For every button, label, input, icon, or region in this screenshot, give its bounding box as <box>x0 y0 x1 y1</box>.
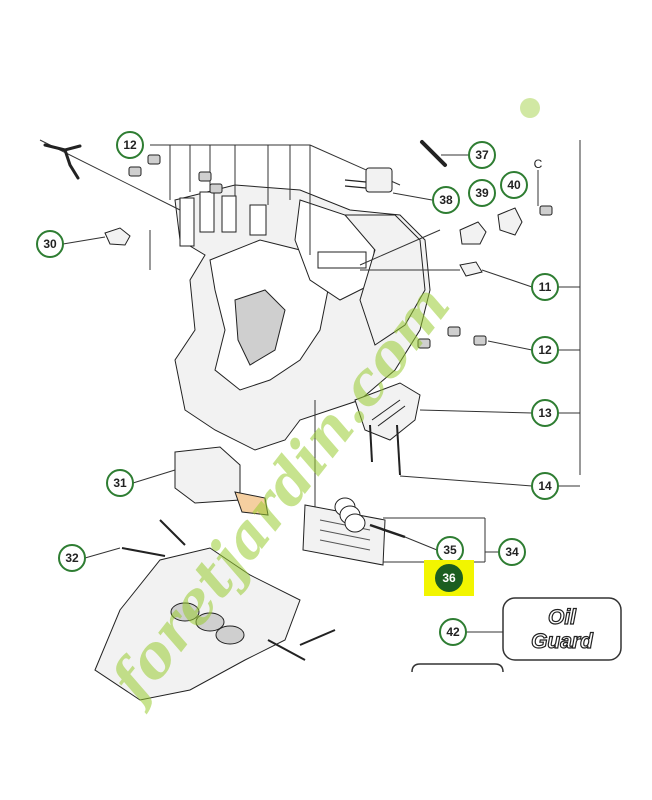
callout-40-label: 40 <box>507 178 521 192</box>
assembly-leader-lines <box>39 139 581 510</box>
oil-guard-label: Oil Guard <box>502 597 622 661</box>
callout-14-label: 14 <box>538 479 552 493</box>
callout-37: 37 <box>468 141 496 169</box>
callout-12-right: 12 <box>531 336 559 364</box>
callout-39: 39 <box>468 179 496 207</box>
callout-11-label: 11 <box>539 280 552 294</box>
callout-34: 34 <box>498 538 526 566</box>
callout-32-label: 32 <box>65 551 79 565</box>
part-32-guard <box>94 519 336 701</box>
oil-guard-line1: Oil <box>548 606 577 629</box>
callout-12-top-label: 12 <box>123 138 137 152</box>
callout-30-label: 30 <box>43 237 57 251</box>
callout-13: 13 <box>531 399 559 427</box>
oil-guard-line2: Guard <box>531 630 594 653</box>
callout-42: 42 <box>439 618 467 646</box>
part-37-rod <box>420 140 447 167</box>
callout-34-label: 34 <box>505 545 519 559</box>
watermark-leaf <box>520 98 540 118</box>
part-40-clip <box>497 207 523 236</box>
callout-31: 31 <box>106 469 134 497</box>
part-13-pad <box>354 382 421 441</box>
part-38-connector <box>344 167 393 193</box>
callout-40: 40 <box>500 171 528 199</box>
callout-35-label: 35 <box>443 543 457 557</box>
callout-38-label: 38 <box>439 193 453 207</box>
part-31-block <box>174 446 269 516</box>
callout-36-label: 36 <box>442 571 456 585</box>
callout-38: 38 <box>432 186 460 214</box>
callout-37-label: 37 <box>475 148 489 162</box>
callout-39-label: 39 <box>475 186 489 200</box>
bottom-frame <box>411 663 504 673</box>
callout-12-right-label: 12 <box>538 343 552 357</box>
callout-14: 14 <box>531 472 559 500</box>
callout-32: 32 <box>58 544 86 572</box>
crankcase-housing <box>174 184 431 451</box>
callout-31-label: 31 <box>113 476 127 490</box>
callout-35: 35 <box>436 536 464 564</box>
part-35-spring <box>334 497 406 539</box>
part-30-clip <box>104 227 131 246</box>
callout-30: 30 <box>36 230 64 258</box>
callout-36-highlighted: 36 <box>424 560 474 596</box>
square-nuts <box>128 154 487 349</box>
callout-13-label: 13 <box>538 406 552 420</box>
callout-11: 11 <box>531 273 559 301</box>
part-letter-c: C <box>534 157 543 171</box>
part-39-clip <box>459 221 487 245</box>
callout-12-top: 12 <box>116 131 144 159</box>
part-11-clip <box>459 261 483 277</box>
spring-clip <box>43 143 82 180</box>
part-14-screws <box>369 424 401 476</box>
callout-42-label: 42 <box>446 625 460 639</box>
part-c-screw <box>539 205 553 216</box>
